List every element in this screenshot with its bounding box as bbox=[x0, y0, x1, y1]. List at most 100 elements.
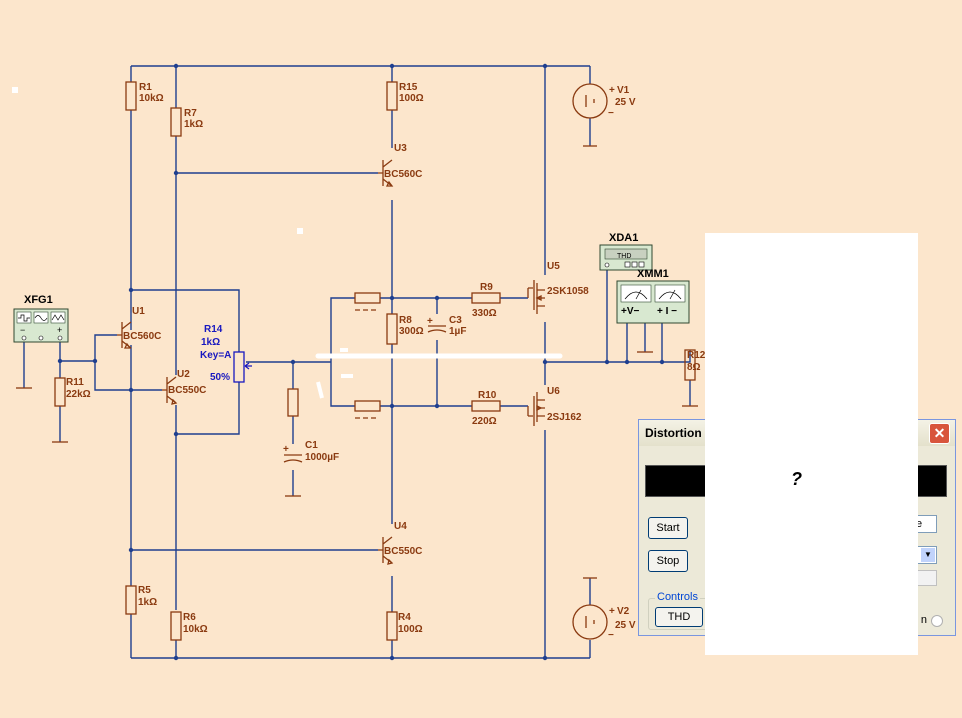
xmm1-v-label: +V− bbox=[621, 306, 640, 317]
stop-button[interactable]: Stop bbox=[648, 550, 688, 572]
resistor-unlabelled-bottom[interactable] bbox=[354, 400, 381, 419]
mosfet-u6[interactable]: U6 2SJ162 bbox=[527, 386, 582, 426]
white-speck bbox=[297, 228, 303, 234]
xda1-ref: XDA1 bbox=[609, 232, 638, 244]
r1-value: 10kΩ bbox=[139, 93, 164, 104]
r7-ref: R7 bbox=[184, 108, 197, 119]
r10-value: 220Ω bbox=[472, 416, 497, 427]
u1-ref: U1 bbox=[132, 306, 145, 317]
v1-minus: − bbox=[608, 108, 614, 119]
capacitor-c1[interactable]: + C1 1000µF bbox=[283, 440, 339, 463]
u6-ref: U6 bbox=[547, 386, 560, 397]
r15-value: 100Ω bbox=[399, 93, 424, 104]
u2-ref: U2 bbox=[177, 369, 190, 380]
radio-label: n bbox=[920, 614, 927, 626]
white-speck bbox=[12, 87, 18, 93]
resistor-r11[interactable]: R11 22kΩ bbox=[54, 377, 91, 407]
r11-value: 22kΩ bbox=[66, 389, 91, 400]
resistor-r15[interactable]: R15 100Ω bbox=[386, 81, 424, 111]
transistor-u3[interactable]: U3 BC560C bbox=[378, 143, 422, 187]
dc-source-v1[interactable]: + V1 25 V − bbox=[572, 83, 636, 147]
r15-ref: R15 bbox=[399, 82, 418, 93]
r12-ref: R12 bbox=[687, 350, 706, 361]
r6-ref: R6 bbox=[183, 612, 196, 623]
transistor-u2[interactable]: U2 BC550C bbox=[162, 369, 206, 405]
v2-value: 25 V bbox=[615, 620, 636, 631]
v2-minus: − bbox=[608, 630, 614, 641]
u5-ref: U5 bbox=[547, 261, 560, 272]
mode-radio[interactable] bbox=[931, 615, 943, 627]
r9-ref: R9 bbox=[480, 282, 493, 293]
xfg1-minus: − bbox=[20, 325, 25, 335]
function-generator-xfg1[interactable]: XFG1 − + bbox=[13, 294, 69, 343]
r14-ref: R14 bbox=[204, 324, 223, 335]
r14-value: 1kΩ bbox=[201, 337, 220, 348]
c3-ref: C3 bbox=[449, 315, 462, 326]
r11-ref: R11 bbox=[66, 377, 84, 388]
junctions bbox=[57, 63, 665, 661]
c1-ref: C1 bbox=[305, 440, 318, 451]
disabled-field bbox=[915, 570, 937, 586]
multimeter-xmm1[interactable]: XMM1 +V− + I − bbox=[616, 268, 690, 324]
u4-ref: U4 bbox=[394, 521, 407, 532]
transistor-u1[interactable]: U1 BC560C bbox=[117, 306, 161, 349]
u3-ref: U3 bbox=[394, 143, 407, 154]
xfg1-plus: + bbox=[57, 325, 62, 335]
r1-ref: R1 bbox=[139, 82, 152, 93]
resistor-r5[interactable]: R5 1kΩ bbox=[125, 585, 157, 615]
resistor-r6[interactable]: R6 10kΩ bbox=[170, 611, 208, 641]
resistor-r9[interactable]: R9 330Ω bbox=[471, 282, 501, 319]
unit-select[interactable]: ▼ bbox=[915, 546, 937, 564]
v2-ref: V2 bbox=[617, 606, 630, 617]
r4-ref: R4 bbox=[398, 612, 411, 623]
dc-source-v2[interactable]: + V2 25 V − bbox=[572, 577, 636, 641]
controls-group: Controls THD bbox=[648, 591, 708, 630]
xmm1-i-label: + I − bbox=[657, 306, 677, 317]
controls-label: Controls bbox=[655, 591, 700, 603]
frequency-field[interactable]: e bbox=[915, 515, 937, 533]
occluding-panel: ? bbox=[705, 233, 918, 655]
r4-value: 100Ω bbox=[398, 624, 423, 635]
r14-key: Key=A bbox=[200, 350, 231, 361]
v1-ref: V1 bbox=[617, 85, 630, 96]
c3-plus: + bbox=[427, 316, 433, 327]
resistor-unlabelled-c1[interactable] bbox=[287, 388, 299, 417]
r10-ref: R10 bbox=[478, 390, 497, 401]
v1-value: 25 V bbox=[615, 97, 636, 108]
v2-plus: + bbox=[609, 606, 615, 617]
close-button[interactable]: ✕ bbox=[929, 423, 950, 444]
u5-part: 2SK1058 bbox=[547, 286, 589, 297]
c3-value: 1µF bbox=[449, 326, 466, 337]
capacitor-c3[interactable]: + C3 1µF bbox=[427, 315, 466, 337]
thd-button[interactable]: THD bbox=[655, 607, 703, 627]
u1-part: BC560C bbox=[123, 331, 161, 342]
resistor-r10[interactable]: R10 220Ω bbox=[471, 390, 501, 427]
u3-part: BC560C bbox=[384, 169, 422, 180]
resistor-r8[interactable]: R8 300Ω bbox=[386, 313, 424, 345]
r5-value: 1kΩ bbox=[138, 597, 157, 608]
transistor-u4[interactable]: U4 BC550C bbox=[378, 521, 422, 565]
ground-symbols bbox=[16, 351, 698, 497]
r7-value: 1kΩ bbox=[184, 119, 203, 130]
mosfet-u5[interactable]: U5 2SK1058 bbox=[527, 261, 589, 314]
question-mark: ? bbox=[791, 469, 802, 489]
potentiometer-r14[interactable]: R14 1kΩ Key=A 50% bbox=[200, 324, 252, 383]
xmm1-ref: XMM1 bbox=[637, 268, 669, 280]
resistor-r12[interactable]: R12 8Ω bbox=[684, 349, 706, 381]
start-button[interactable]: Start bbox=[648, 517, 688, 539]
r8-value: 300Ω bbox=[399, 326, 424, 337]
white-scribbles bbox=[315, 348, 563, 399]
window-title: Distortion bbox=[645, 426, 702, 440]
distortion-analyzer-xda1[interactable]: XDA1 THD bbox=[599, 232, 653, 271]
xfg1-ref: XFG1 bbox=[24, 294, 53, 306]
c1-plus: + bbox=[283, 444, 289, 455]
chevron-down-icon[interactable]: ▼ bbox=[921, 548, 935, 562]
resistor-r1[interactable]: R1 10kΩ bbox=[125, 81, 164, 111]
r14-percent: 50% bbox=[210, 372, 230, 383]
resistor-unlabelled-top[interactable] bbox=[354, 292, 381, 311]
r5-ref: R5 bbox=[138, 585, 151, 596]
resistor-r4[interactable]: R4 100Ω bbox=[386, 611, 423, 641]
u2-part: BC550C bbox=[168, 385, 206, 396]
resistor-r7[interactable]: R7 1kΩ bbox=[170, 107, 203, 137]
